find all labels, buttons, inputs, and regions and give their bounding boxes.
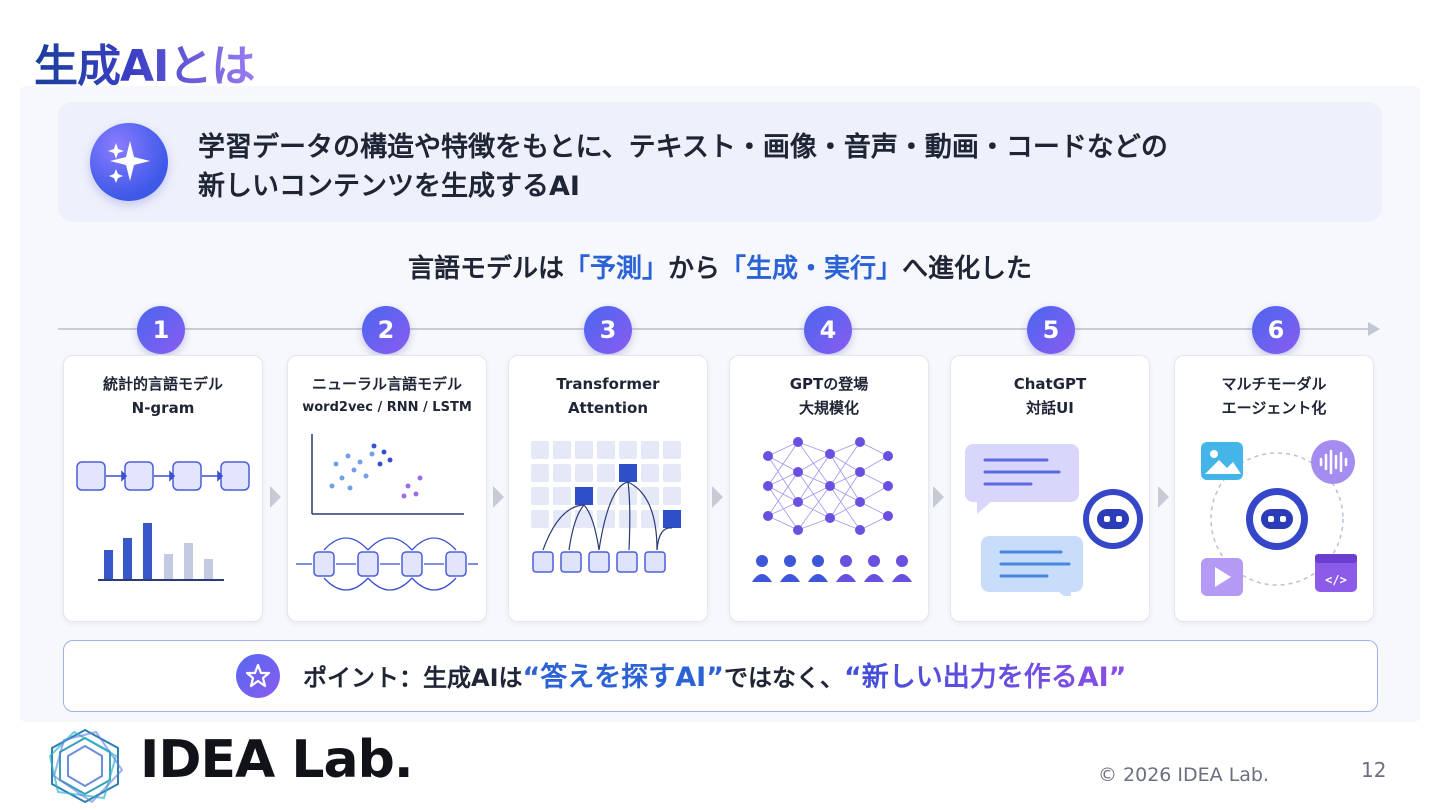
chevron-right-icon [1158,486,1169,508]
step-number-2: 2 [362,306,410,354]
copyright: © 2026 IDEA Lab. [1098,764,1270,786]
chevron-right-icon [933,486,944,508]
page-title: 生成AIとは [34,30,255,94]
idea-lab-logo-icon [48,728,124,804]
timeline-arrow-icon [1368,322,1380,336]
step-card-multimodal: マルチモーダル エージェント化 </> [1174,355,1374,622]
headline-prediction: 「予測」 [563,254,668,284]
definition-line-1: 学習データの構造や特徴をもとに、テキスト・画像・音声・動画・コードなどの [198,132,1168,163]
headline-part-5: へ進化した [902,254,1033,284]
attention-illustration [531,441,681,573]
step-number-1: 1 [137,306,185,354]
key-point-text: ポイント：生成AIは“答えを探すAI”ではなく、“新しい出力を作るAI” [303,660,1126,696]
evolution-headline: 言語モデルは「予測」から「生成・実行」へ進化した [0,248,1440,285]
headline-generation: 「生成・実行」 [720,254,903,284]
card-title: GPTの登場 [789,375,869,393]
step-card-chatgpt: ChatGPT 対話UI [950,355,1150,622]
card-title: Transformer [556,375,660,393]
neural-network-illustration [752,437,912,582]
embedding-rnn-illustration [296,434,478,591]
sparkle-icon [90,123,168,201]
page-number: 12 [1361,758,1387,782]
card-subtitle: エージェント化 [1221,399,1327,417]
card-subtitle: N-gram [131,399,195,417]
chevron-right-icon [493,486,504,508]
card-title: ChatGPT [1013,375,1087,393]
point-quote-create: “新しい出力を作るAI” [843,662,1127,693]
star-icon [236,654,280,698]
card-subtitle: 対話UI [1026,399,1074,417]
logo-text: IDEA Lab. [140,730,414,790]
step-card-gpt: GPTの登場 大規模化 [729,355,929,622]
point-quote-search: “答えを探すAI” [522,662,724,693]
multimodal-agent-illustration: </> [1201,440,1357,596]
chevron-right-icon [270,486,281,508]
headline-part-1: 言語モデルは [407,254,564,284]
card-title: マルチモーダル [1221,375,1327,393]
card-subtitle: word2vec / RNN / LSTM [302,400,472,415]
definition-line-2: 新しいコンテンツを生成するAI [198,171,580,202]
chevron-right-icon [712,486,723,508]
step-number-3: 3 [584,306,632,354]
card-subtitle: 大規模化 [798,399,859,417]
card-subtitle: Attention [567,399,649,417]
point-middle: ではなく、 [723,664,844,692]
point-lead: ポイント：生成AIは [303,664,523,692]
card-title: 統計的言語モデル [102,375,223,393]
step-card-transformer: Transformer Attention [508,355,708,622]
svg-text:</>: </> [1325,573,1347,587]
step-card-neural: ニューラル言語モデル word2vec / RNN / LSTM [287,355,487,622]
definition-box [58,102,1382,222]
step-number-4: 4 [804,306,852,354]
step-card-ngram: 統計的言語モデル N-gram [63,355,263,622]
step-number-5: 5 [1027,306,1075,354]
definition-text: 学習データの構造や特徴をもとに、テキスト・画像・音声・動画・コードなどの 新しい… [198,128,1328,206]
ngram-illustration [76,461,250,581]
headline-part-3: から [667,254,720,284]
step-number-6: 6 [1252,306,1300,354]
key-point-box [63,640,1378,712]
card-title: ニューラル言語モデル [311,375,462,393]
timeline-line [58,328,1370,330]
chat-illustration [965,444,1143,596]
